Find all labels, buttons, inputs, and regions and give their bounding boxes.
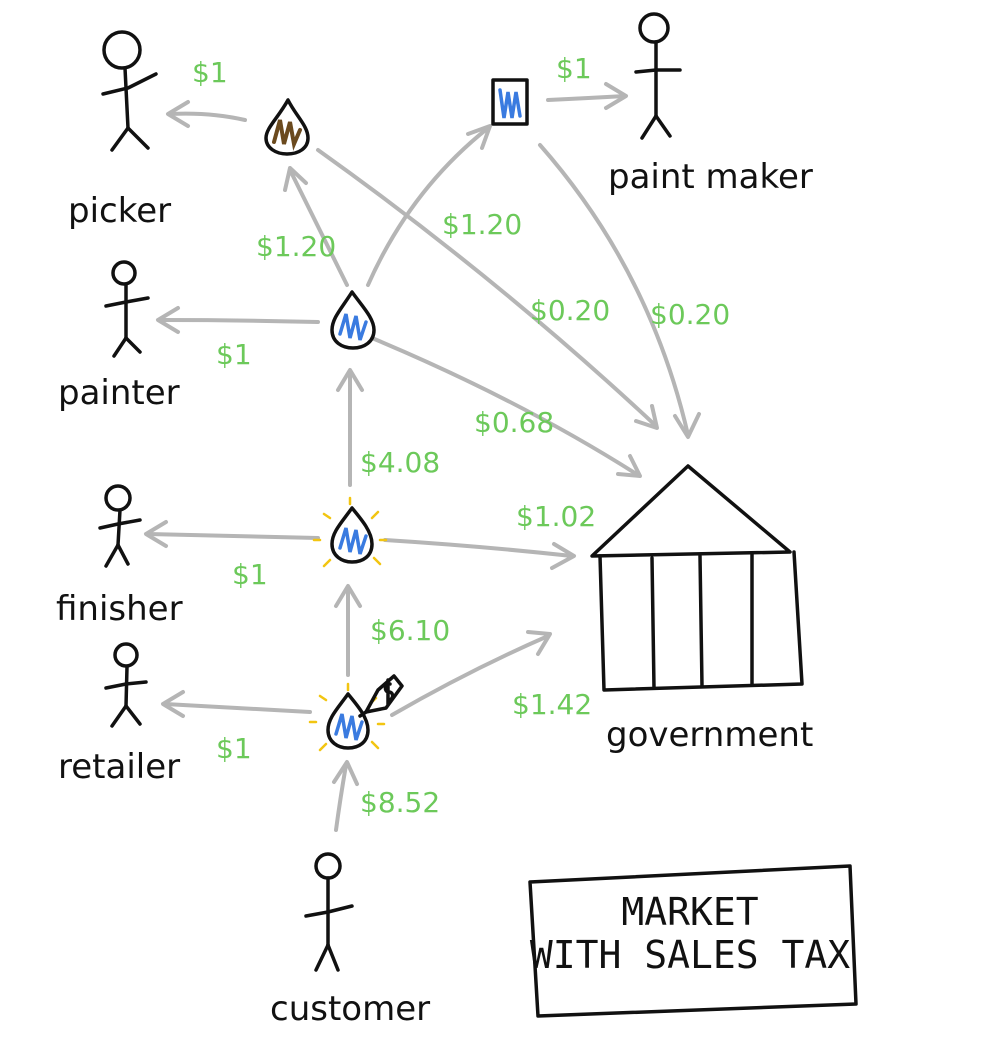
painter-figure: [104, 260, 150, 358]
finisher-figure: [98, 484, 142, 568]
arrow-retailer-drop-to-government: [390, 634, 550, 717]
money-painter-to-pigment: $1.20: [256, 230, 336, 263]
money-painter-tax: $0.68: [474, 406, 554, 439]
retailer-figure: [104, 642, 148, 728]
money-painter-to-paint: $1.20: [442, 208, 522, 241]
label-picker: picker: [68, 191, 171, 231]
label-customer: customer: [270, 989, 430, 1029]
flow-arrows: [144, 82, 701, 832]
money-paint-tax: $0.20: [650, 298, 730, 331]
money-to-picker: $1: [192, 56, 228, 89]
money-to-retailer: $1: [216, 732, 252, 765]
money-retailer-to-finisher: $6.10: [370, 614, 450, 647]
money-finisher-to-painter: $4.08: [360, 446, 440, 479]
arrow-paint-to-government: [538, 143, 690, 437]
arrow-painter-drop-to-government: [370, 336, 640, 477]
arrow-paint-to-paint-maker: [546, 94, 627, 102]
arrow-customer-to-retailer-drop: [334, 763, 348, 832]
finished-drop-icon: [312, 496, 388, 568]
label-retailer: retailer: [58, 747, 180, 787]
money-retailer-tax: $1.42: [512, 688, 592, 721]
arrow-finisher-drop-to-government: [383, 538, 574, 558]
money-pigment-tax: $0.20: [530, 294, 610, 327]
paint-can-icon: [491, 78, 529, 126]
label-painter: painter: [58, 373, 180, 413]
paint-maker-figure: [634, 12, 682, 140]
arrow-painter-drop-to-paint: [366, 126, 490, 287]
customer-figure: [304, 852, 354, 972]
title-line-2: WITH SALES TAX: [530, 933, 850, 977]
money-to-painter: $1: [216, 338, 252, 371]
price-tag-icon: [358, 674, 404, 718]
arrow-finisher-drop-to-finisher: [146, 532, 320, 540]
retail-drop-icon: [308, 682, 386, 752]
money-to-paint-maker: $1: [556, 52, 592, 85]
arrow-painter-drop-to-painter: [158, 318, 320, 324]
money-labels: $1 $1 $1.20 $1.20 $0.20 $0.20 $1 $0.68 $…: [192, 52, 730, 819]
money-to-finisher: $1: [232, 558, 268, 591]
painter-drop-icon: [330, 290, 376, 350]
arrow-painter-drop-to-pigment: [288, 168, 349, 287]
arrow-pigment-to-government: [316, 148, 657, 427]
arrow-retailer-drop-to-retailer: [163, 702, 312, 714]
government-building-icon: [590, 464, 804, 692]
title-box: MARKET WITH SALES TAX: [528, 864, 858, 1018]
label-paint-maker: paint maker: [608, 157, 813, 197]
role-labels: picker paint maker painter finisher reta…: [56, 157, 813, 1029]
money-finisher-tax: $1.02: [516, 500, 596, 533]
arrow-pigment-to-picker: [168, 111, 247, 122]
title-line-1: MARKET: [621, 890, 758, 934]
label-government: government: [606, 715, 813, 755]
money-customer-pays: $8.52: [360, 786, 440, 819]
picker-figure: [101, 30, 158, 152]
label-finisher: finisher: [56, 589, 183, 629]
pigment-drop-icon: [264, 98, 310, 156]
